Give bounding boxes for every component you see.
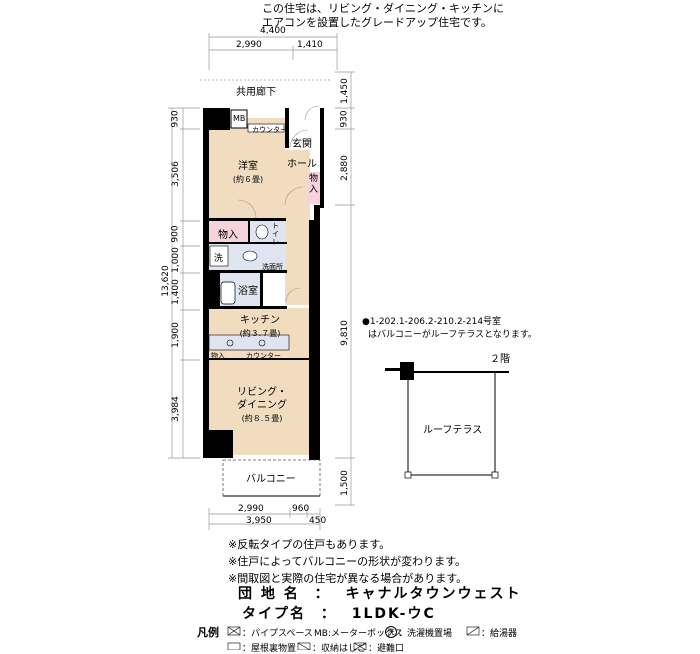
dim-bottom-total: 3,950	[246, 516, 272, 526]
legend-washer-icon: 洗	[385, 626, 397, 638]
kitchen-label: キッチン (約３.７畳)	[220, 314, 300, 340]
note-1: ※反転タイプの住戸もあります。	[228, 538, 391, 551]
bath-label: 浴室	[238, 286, 258, 297]
mb-label: MB	[233, 114, 246, 123]
header-note-line2: エアコンを設置したグレードアップ住宅です。	[262, 16, 492, 29]
living-name-1: リビング・	[237, 387, 287, 398]
living-size: (約８.５畳)	[241, 414, 283, 423]
walls	[203, 108, 324, 460]
dim-top-left: 2,990	[236, 40, 262, 50]
dim-left-total: 13,620	[160, 265, 171, 297]
dim-top-right: 1,410	[297, 40, 323, 50]
legend-water-heater: ：給湯器	[481, 629, 518, 639]
dim-left-seg-4: 1,000	[170, 247, 181, 273]
dim-left-seg-2: 3,506	[170, 161, 181, 187]
dim-top-total: 4,400	[260, 26, 286, 36]
notes-block: ※反転タイプの住戸もあります。 ※住戸によってバルコニーの形状が変わります。 ※…	[228, 536, 467, 587]
roof-terrace-label: ルーフテラス	[423, 425, 483, 436]
type-value: 1LDK-ウC	[351, 606, 436, 622]
kitchen-size: (約３.７畳)	[239, 329, 281, 338]
roof-terrace-inset	[385, 362, 509, 479]
dim-left-seg-3: 900	[170, 225, 181, 243]
toilet-bowl	[255, 224, 269, 240]
washer-area	[209, 245, 229, 267]
top-dimension-lines	[168, 33, 355, 530]
legend-ladder: ：収納はしご	[312, 644, 367, 654]
counter-top-label: カウンター	[252, 126, 287, 134]
balcony-label: バルコニー	[246, 474, 296, 485]
washroom-label: 洗面所	[262, 263, 283, 271]
living-name-2: ダイニング	[237, 400, 287, 411]
mb-box	[230, 109, 248, 129]
corridor-label: 共用廊下	[236, 87, 276, 98]
toilet-label: トイレ	[272, 222, 279, 246]
complex-value: キャナルタウンウェスト	[345, 586, 522, 602]
dim-left-seg-7: 3,984	[170, 396, 181, 422]
dim-right-seg-3: 2,880	[339, 155, 350, 181]
kitchen-counter-label: カウンター	[246, 352, 281, 360]
type-sep: ：	[320, 606, 337, 622]
storage-hall-label: 物入	[309, 174, 319, 195]
complex-label: 団 地 名	[238, 586, 300, 602]
header-note-line1: この住宅は、リビング・ダイニング・キッチンに	[262, 2, 504, 15]
legend-mb: MB:メーターボックス	[314, 629, 403, 639]
door-swings	[237, 105, 320, 303]
inset-note-line1: ●1-202.1-206.2-210.2-214号室	[362, 317, 502, 327]
note-2: ※住戸によってバルコニーの形状が変わります。	[228, 555, 467, 568]
type-row: タイプ名 ： 1LDK-ウC	[242, 603, 436, 623]
entrance-label: 玄関	[292, 139, 312, 150]
bathtub	[220, 281, 236, 305]
counter-top	[247, 123, 285, 133]
dim-left-seg-1: 930	[170, 110, 181, 128]
entrance-fill	[288, 130, 310, 150]
legend-pipe-space: ：パイプスペース	[242, 629, 313, 639]
legend-title: 凡例	[197, 626, 219, 639]
dim-right-seg-4: 9,810	[339, 320, 350, 346]
complex-sep: ：	[314, 586, 331, 602]
type-label: タイプ名	[242, 606, 306, 622]
legend-washer: ：洗濯機置場	[398, 629, 453, 639]
storage-hall-fill	[308, 172, 322, 204]
dim-bottom-small: 450	[309, 516, 327, 526]
dim-bottom-left: 2,990	[238, 504, 264, 514]
inset-floor-label: ２階	[490, 354, 510, 365]
storage-fill	[208, 220, 248, 242]
dim-left-seg-6: 1,900	[170, 322, 181, 348]
legend-roof-storage: ：屋根裏物置	[242, 644, 297, 654]
dim-bottom-mid: 960	[292, 504, 310, 514]
western-room-size: (約６畳)	[232, 175, 264, 184]
legend-symbols	[227, 626, 480, 650]
kitchen-counter	[208, 334, 290, 351]
complex-row: 団 地 名 ： キャナルタウンウェスト	[238, 583, 522, 603]
washer-label: 洗	[214, 254, 224, 264]
dim-right-seg-1: 1,450	[339, 78, 350, 104]
hall-label: ホール	[287, 159, 317, 170]
living-label: リビング・ ダイニング (約８.５畳)	[222, 386, 302, 425]
dim-right-seg-2: 930	[339, 110, 350, 128]
sink	[242, 250, 258, 262]
kitchen-name: キッチン	[240, 315, 280, 326]
storage-label: 物入	[218, 230, 238, 241]
dim-left-seg-5: 1,400	[170, 279, 181, 305]
dim-right-seg-5: 1,500	[339, 470, 350, 496]
hall-fill	[285, 150, 310, 305]
legend-escape: ：避難口	[368, 644, 405, 654]
inset-note-line2: はバルコニーがルーフテラスとなります。	[368, 330, 537, 340]
storage-small-label: 物入	[211, 352, 225, 360]
note-3: ※間取図と実際の住宅が異なる場合があります。	[228, 572, 468, 585]
western-room-name: 洋室	[238, 161, 258, 172]
inset-note: ●1-202.1-206.2-210.2-214号室 はバルコニーがルーフテラス…	[362, 316, 537, 342]
western-room-label: 洋室 (約６畳)	[218, 160, 278, 186]
